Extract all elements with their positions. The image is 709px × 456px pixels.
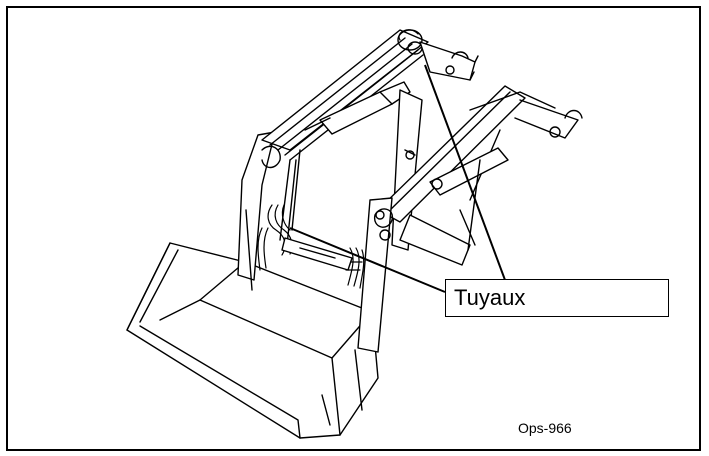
leader-line-upper	[424, 64, 506, 281]
left-coupler-bracket	[419, 41, 479, 81]
bucket	[126, 242, 379, 439]
callout-box: Tuyaux	[445, 279, 669, 317]
left-upright-arm	[237, 131, 281, 291]
cross-tube	[281, 237, 353, 271]
leader-line-lower	[289, 227, 446, 293]
figure-frame	[6, 6, 701, 451]
right-upright-arm	[357, 197, 394, 353]
left-upper-boom	[261, 29, 429, 246]
right-hydraulic-cylinder	[429, 147, 509, 196]
callout-label: Tuyaux	[454, 285, 526, 310]
mount-frame	[399, 159, 481, 266]
figure-reference: Ops-966	[518, 420, 572, 436]
